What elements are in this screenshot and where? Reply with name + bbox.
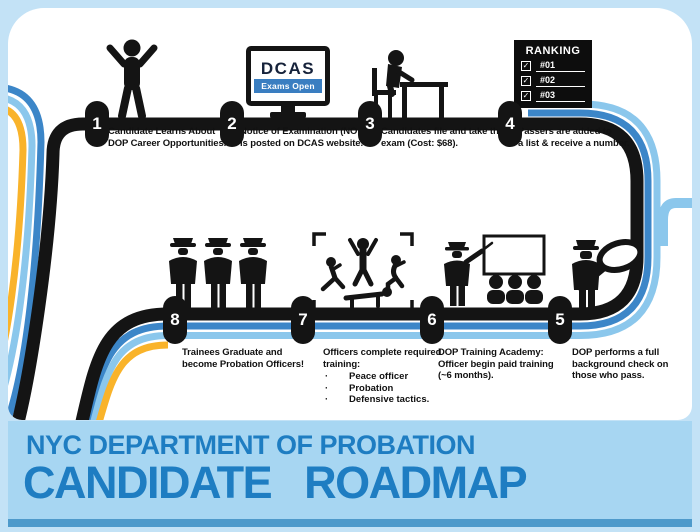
loop-blue-stripe	[85, 109, 652, 420]
roadmap-title: CANDIDATE ROADMAP	[23, 457, 528, 508]
step-7-bullet-list: · Peace officer · Probation · Defensive …	[325, 371, 429, 406]
graduating-officers-icon	[166, 230, 270, 310]
officer-figure	[204, 238, 232, 308]
training-academy-icon	[436, 234, 546, 310]
bullet-item: · Peace officer	[325, 371, 429, 383]
step-8-label: Trainees Graduate and become Probation O…	[182, 347, 304, 370]
main-road	[11, 117, 644, 420]
step-5-label: DOP performs a full background check on …	[572, 347, 669, 381]
monitor-stand-base	[270, 112, 306, 118]
rank-number: #02	[536, 75, 585, 87]
roadmap-content: 1 2 3 4 5 6 7 8 DCAS Exams Open	[8, 8, 692, 420]
fitness-training-icon	[312, 232, 414, 314]
step-5-marker: 5	[548, 296, 572, 344]
loop-lightblue-stripe	[90, 100, 661, 420]
bullet-text: Defensive tactics.	[349, 394, 430, 405]
step-4-label: Passers are added to a list & receive a …	[518, 126, 630, 149]
outer-loop-stripes	[85, 100, 692, 420]
step-6-marker: 6	[420, 296, 444, 344]
step-7-label: Officers complete required training:	[323, 347, 442, 370]
bullet-text: Probation	[349, 382, 394, 394]
ranking-row: ✓ #03	[521, 90, 585, 102]
left-blue-stripe	[8, 85, 45, 420]
exit-yellow-stripe	[96, 341, 169, 420]
bullet-text: Peace officer	[349, 371, 409, 382]
checkbox-icon: ✓	[521, 76, 531, 86]
bullet-item: · Defensive tactics.	[325, 394, 429, 406]
exams-open-badge: Exams Open	[254, 78, 322, 93]
right-branch-stripe	[658, 198, 692, 246]
step-7-marker: 7	[291, 296, 315, 344]
title-banner: NYC DEPARTMENT OF PROBATION CANDIDATE RO…	[8, 421, 692, 527]
checkbox-icon: ✓	[521, 91, 531, 101]
step-4-marker: 4	[498, 101, 522, 147]
step-6-label: DOP Training Academy: Officer begin paid…	[438, 347, 554, 381]
officer-figure	[239, 238, 267, 308]
step-1-marker: 1	[85, 101, 109, 147]
ranking-list-icon: RANKING ✓ #01 ✓ #02 ✓ #03	[514, 40, 592, 108]
step-8-marker: 8	[163, 296, 187, 344]
ranking-title: RANKING	[525, 45, 581, 57]
bullet-dot: ·	[325, 371, 329, 382]
dcas-screen-title: DCAS	[260, 58, 316, 78]
celebrating-person-icon	[103, 38, 161, 120]
left-lightblue-stripe	[8, 95, 36, 386]
step-1-label: Candidate Learns About DOP Career Opport…	[108, 126, 227, 149]
left-entry-stripes	[8, 85, 45, 420]
step-3-marker: 3	[358, 101, 382, 147]
bullet-item: · Probation	[325, 383, 429, 395]
roadmap-canvas: 1 2 3 4 5 6 7 8 DCAS Exams Open	[8, 8, 692, 420]
rank-number: #01	[536, 60, 585, 72]
computer-monitor-icon: DCAS Exams Open	[246, 46, 330, 106]
rank-number: #03	[536, 90, 585, 102]
step-2-label: Notice of Examination (NOE) is posted on…	[240, 126, 367, 149]
step-2-marker: 2	[220, 101, 244, 147]
monitor-stand-neck	[281, 104, 295, 113]
bullet-dot: ·	[325, 394, 329, 405]
road-network	[8, 85, 692, 420]
magnifier-officer-icon	[562, 234, 648, 312]
ranking-row: ✓ #01	[521, 60, 585, 72]
left-yellow-stripe	[8, 106, 27, 341]
bullet-dot: ·	[325, 382, 329, 394]
checkbox-icon: ✓	[521, 61, 531, 71]
ranking-row: ✓ #02	[521, 75, 585, 87]
step-3-label: Candidates file and take the exam (Cost:…	[381, 126, 504, 149]
org-title: NYC DEPARTMENT OF PROBATION	[26, 430, 476, 460]
